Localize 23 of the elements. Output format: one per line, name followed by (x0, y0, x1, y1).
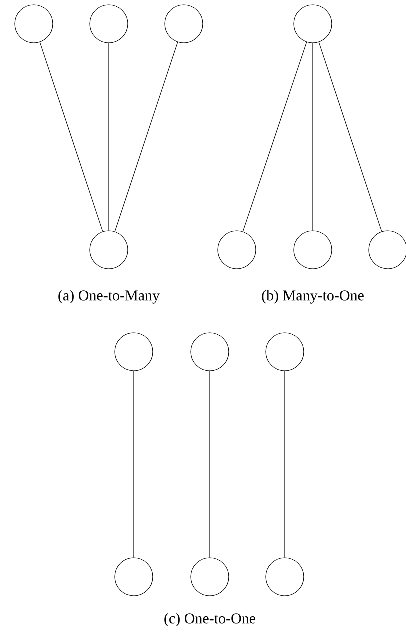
caption: (a) One-to-Many (58, 290, 160, 304)
connector-line (318, 42, 382, 232)
caption: (c) One-to-One (164, 613, 256, 627)
circle-node (90, 4, 128, 44)
circle-node (190, 332, 230, 372)
circle-node (266, 558, 304, 596)
connector-line (114, 42, 178, 232)
circle-node (294, 230, 332, 270)
connector-line (40, 42, 104, 232)
connector-line (242, 42, 308, 232)
circle-node (218, 230, 256, 270)
circle-node (114, 558, 154, 596)
circle-node (14, 4, 54, 44)
circle-node (190, 558, 230, 596)
circle-node (90, 230, 128, 270)
connector-line (312, 43, 314, 231)
circle-node (164, 4, 204, 44)
connector-line (284, 371, 286, 558)
caption: (b) Many-to-One (262, 290, 364, 304)
circle-node (294, 4, 332, 44)
connector-line (108, 43, 110, 231)
circle-node (266, 332, 304, 372)
circle-node (114, 332, 154, 372)
